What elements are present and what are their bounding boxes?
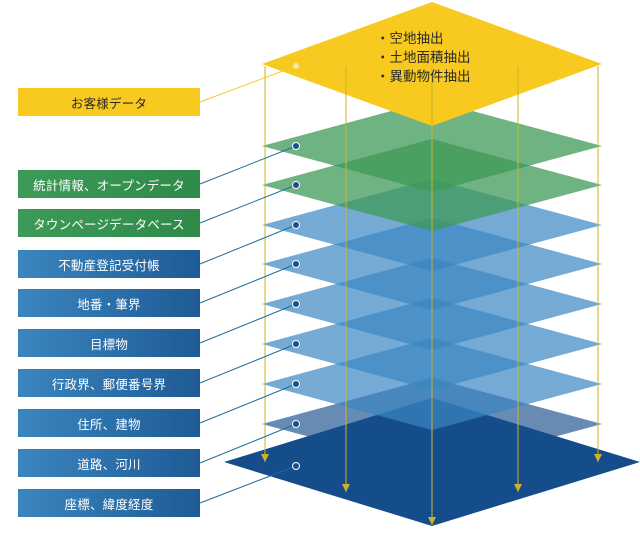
connector-line-6 <box>199 343 297 384</box>
connector-line-3 <box>199 224 297 265</box>
bullet-changed-property: 異動物件抽出 <box>376 68 471 87</box>
bullet-vacant-land: 空地抽出 <box>376 30 471 49</box>
label-landmarks: 目標物 <box>18 329 200 357</box>
bullet-land-area: 土地面積抽出 <box>376 49 471 68</box>
drop-arrowhead-4 <box>594 454 602 462</box>
label-statistics-open-data: 統計情報、オープンデータ <box>18 170 200 198</box>
label-road-river: 道路、河川 <box>18 449 200 477</box>
connector-line-9 <box>199 465 297 504</box>
connector-line-0 <box>199 65 297 103</box>
connector-dot-0 <box>292 62 300 70</box>
connector-dot-9 <box>292 462 300 470</box>
drop-arrowhead-3 <box>514 484 522 492</box>
connector-line-4 <box>199 263 297 304</box>
connector-line-7 <box>199 383 297 424</box>
label-customer-data: お客様データ <box>18 88 200 116</box>
connector-dot-5 <box>292 300 300 308</box>
drop-arrowhead-1 <box>342 484 350 492</box>
connector-dot-6 <box>292 340 300 348</box>
connector-dot-7 <box>292 380 300 388</box>
connector-line-5 <box>199 303 297 344</box>
connector-dot-3 <box>292 221 300 229</box>
top-layer-bullets: 空地抽出 土地面積抽出 異動物件抽出 <box>376 30 471 87</box>
connector-line-8 <box>199 423 297 464</box>
drop-arrowhead-2 <box>428 517 436 525</box>
label-real-estate-registry: 不動産登記受付帳 <box>18 250 200 278</box>
label-address-building: 住所、建物 <box>18 409 200 437</box>
connector-dot-4 <box>292 260 300 268</box>
label-coordinates: 座標、緯度経度 <box>18 489 200 517</box>
label-lot-number-boundary: 地番・筆界 <box>18 289 200 317</box>
label-admin-postal-boundary: 行政界、郵便番号界 <box>18 369 200 397</box>
connector-dot-8 <box>292 420 300 428</box>
label-townpage-database: タウンページデータベース <box>18 209 200 237</box>
connector-line-2 <box>199 184 297 224</box>
connector-dot-2 <box>292 181 300 189</box>
connector-line-1 <box>199 145 297 185</box>
drop-arrowhead-0 <box>261 454 269 462</box>
connector-dot-1 <box>292 142 300 150</box>
